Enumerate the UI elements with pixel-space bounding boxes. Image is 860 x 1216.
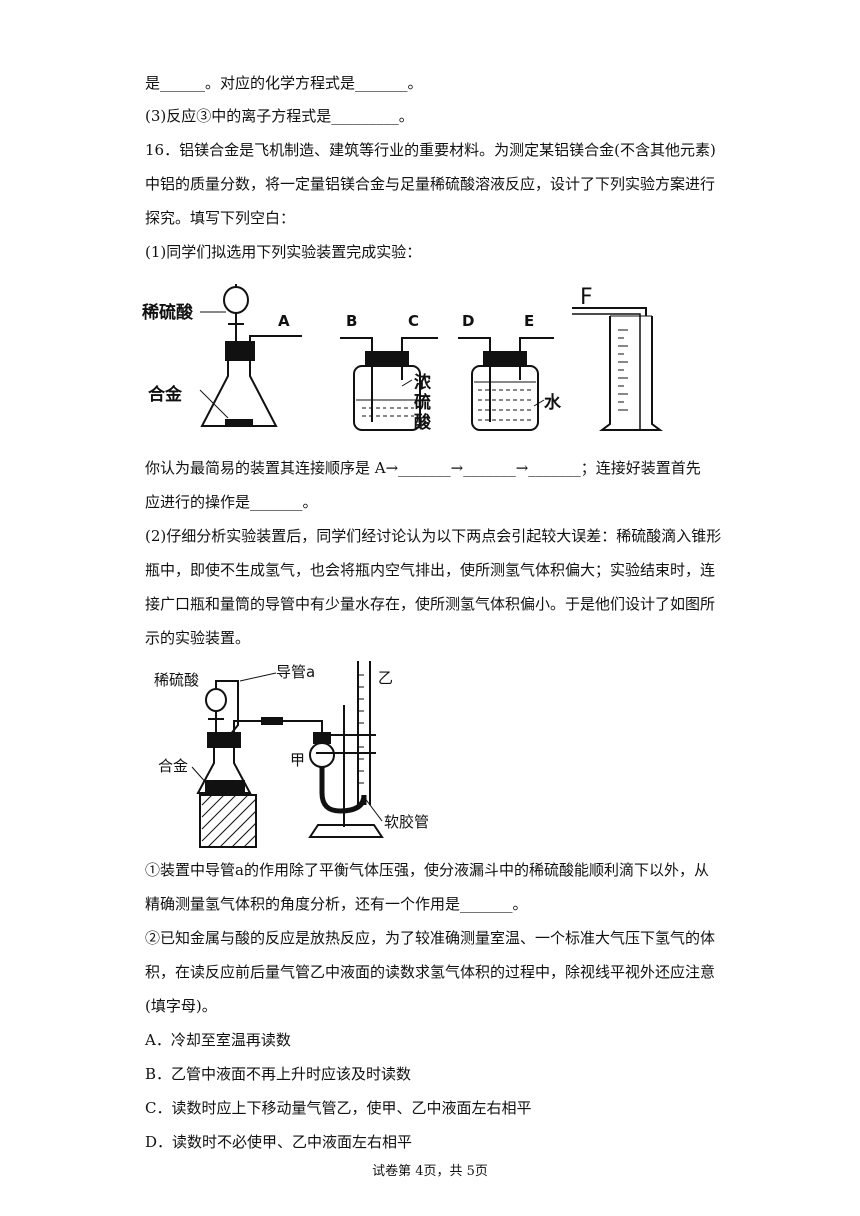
sub-question-1: (1)同学们拟选用下列实验装置完成实验： — [145, 243, 422, 261]
text-line: 精确测量氢气体积的角度分析，还有一个作用是_______。 — [145, 895, 528, 913]
option-b: B．乙管中液面不再上升时应该及时读数 — [145, 1065, 412, 1083]
text-line: 接广口瓶和量筒的导管中有少量水存在，使所测氢气体积偏小。于是他们设计了如图所 — [145, 595, 716, 613]
option-a: A．冷却至室温再读数 — [145, 1031, 291, 1049]
text-line: 应进行的操作是_______。 — [145, 493, 318, 511]
label-f: F — [580, 285, 593, 310]
label-alloy-2: 合金 — [158, 757, 188, 775]
apparatus-figure-2: 稀硫酸 导管a 合金 甲 乙 软胶管 — [154, 661, 429, 848]
text-line: 积，在读反应前后量气管乙中液面的读数求氢气体积的过程中，除视线平视外还应注意 — [145, 963, 716, 981]
question-16-stem: 16．铝镁合金是飞机制造、建筑等行业的重要材料。为测定某铝镁合金(不含其他元素) — [145, 141, 716, 159]
label-acid: 稀硫酸 — [142, 302, 194, 323]
label-yi: 乙 — [378, 669, 393, 687]
label-c: C — [408, 312, 419, 330]
text-line: (3)反应③中的离子方程式是_________。 — [145, 107, 414, 125]
text-line: (填字母)。 — [145, 997, 217, 1015]
label-acid-2: 稀硫酸 — [154, 671, 199, 689]
option-c: C．读数时应上下移动量气管乙，使甲、乙中液面左右相平 — [145, 1099, 532, 1117]
label-conc-1: 浓 — [414, 373, 432, 393]
text-line: 探究。填写下列空白： — [145, 209, 296, 227]
label-e: E — [524, 312, 534, 330]
label-b: B — [346, 312, 357, 330]
text-line: ②已知金属与酸的反应是放热反应，为了较准确测量室温、一个标准大气压下氢气的体 — [145, 929, 716, 947]
label-hose: 软胶管 — [384, 813, 429, 831]
text-line: 瓶中，即使不生成氢气，也会将瓶内空气排出，使所测氢气体积偏大；实验结束时，连 — [145, 561, 716, 579]
text-line: 你认为最简易的装置其连接顺序是 A→_______→_______→______… — [145, 459, 701, 477]
text-line: ①装置中导管a的作用除了平衡气体压强，使分液漏斗中的稀硫酸能顺利滴下以外，从 — [145, 861, 709, 879]
label-jia: 甲 — [290, 751, 305, 769]
apparatus-figure-1: 稀硫酸 合金 A B C D E F 浓 硫 酸 水 — [142, 284, 663, 433]
label-tube-a: 导管a — [276, 663, 315, 681]
label-d: D — [462, 312, 474, 330]
label-conc-3: 酸 — [414, 412, 432, 433]
label-a: A — [278, 312, 290, 330]
label-alloy: 合金 — [148, 384, 183, 405]
label-conc-2: 硫 — [414, 392, 431, 413]
label-water: 水 — [544, 392, 562, 413]
option-d: D．读数时不必使甲、乙中液面左右相平 — [145, 1133, 413, 1151]
page-footer: 试卷第 4页，共 5页 — [372, 1164, 488, 1179]
text-line: 示的实验装置。 — [145, 629, 251, 647]
text-line: 中铝的质量分数，将一定量铝镁合金与足量稀硫酸溶液反应，设计了下列实验方案进行 — [145, 175, 716, 193]
text-line: 是______。对应的化学方程式是_______。 — [145, 74, 423, 92]
sub-question-2: (2)仔细分析实验装置后，同学们经讨论认为以下两点会引起较大误差：稀硫酸滴入锥形 — [145, 527, 722, 545]
